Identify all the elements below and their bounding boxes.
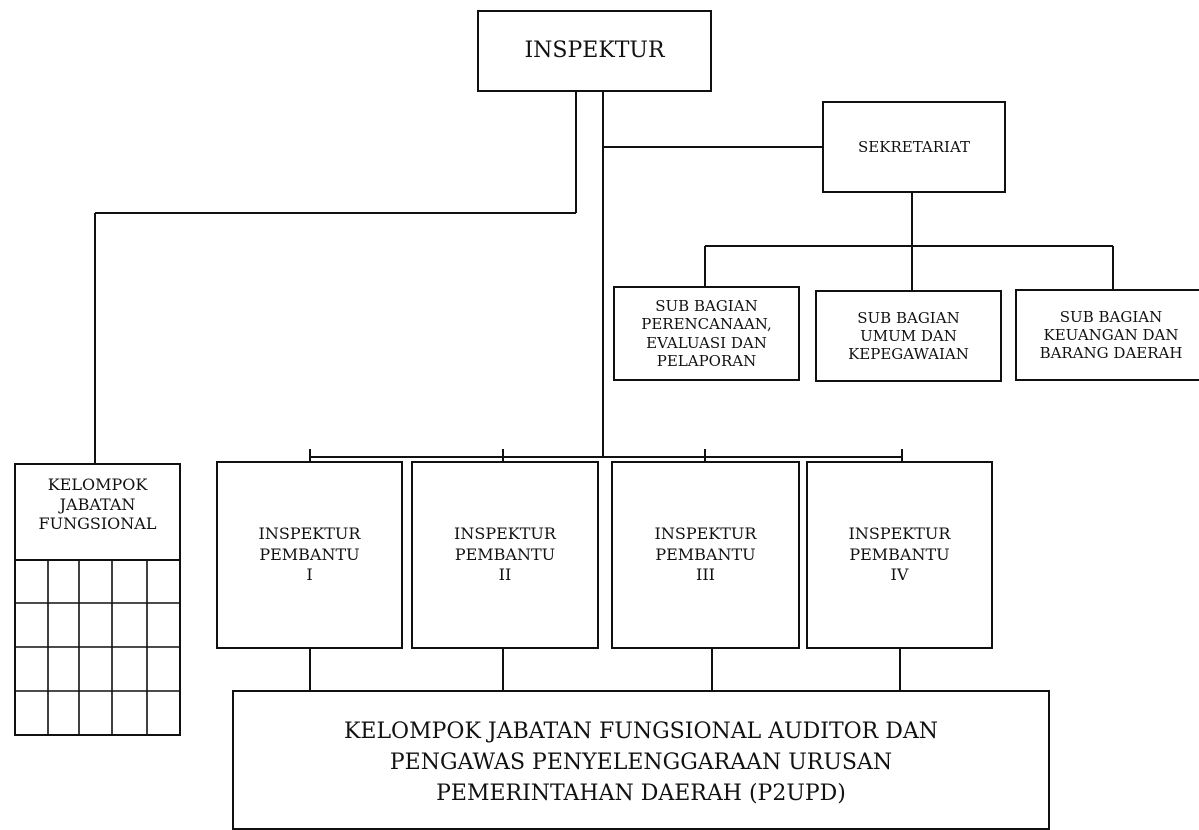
inspektur-label: INSPEKTUR [524,37,665,63]
kelompok-jabatan-fungsional-label: KELOMPOK JABATAN FUNGSIONAL [38,475,157,534]
inspektur-pembantu-4-label: INSPEKTUR PEMBANTU IV [848,524,951,585]
inspektur-pembantu-3-label: INSPEKTUR PEMBANTU III [654,524,757,585]
inspektur-pembantu-2-box: INSPEKTUR PEMBANTU II [411,461,599,649]
kelompok-auditor-p2upd-box: KELOMPOK JABATAN FUNGSIONAL AUDITOR DAN … [232,690,1050,830]
member-grid-lines [16,561,179,734]
sekretariat-label: SEKRETARIAT [858,137,970,156]
inspektur-pembantu-1-box: INSPEKTUR PEMBANTU I [216,461,403,649]
sekretariat-box: SEKRETARIAT [822,101,1006,193]
inspektur-pembantu-2-label: INSPEKTUR PEMBANTU II [454,524,556,585]
sub-bagian-umum-box: SUB BAGIAN UMUM DAN KEPEGAWAIAN [815,290,1002,382]
member-grid [16,559,179,734]
sub-bagian-keuangan-box: SUB BAGIAN KEUANGAN DAN BARANG DAERAH [1015,289,1199,381]
inspektur-pembantu-4-box: INSPEKTUR PEMBANTU IV [806,461,993,649]
sub-bagian-perencanaan-box: SUB BAGIAN PERENCANAAN, EVALUASI DAN PEL… [613,286,800,381]
sub-bagian-perencanaan-label: SUB BAGIAN PERENCANAAN, EVALUASI DAN PEL… [641,296,772,370]
sub-bagian-keuangan-label: SUB BAGIAN KEUANGAN DAN BARANG DAERAH [1039,307,1183,363]
kelompok-auditor-p2upd-label: KELOMPOK JABATAN FUNGSIONAL AUDITOR DAN … [343,719,939,807]
sub-bagian-umum-label: SUB BAGIAN UMUM DAN KEPEGAWAIAN [848,308,969,364]
inspektur-box: INSPEKTUR [477,10,712,92]
kelompok-jabatan-fungsional-box: KELOMPOK JABATAN FUNGSIONAL [14,463,181,736]
inspektur-pembantu-1-label: INSPEKTUR PEMBANTU I [258,524,361,585]
inspektur-pembantu-3-box: INSPEKTUR PEMBANTU III [611,461,800,649]
